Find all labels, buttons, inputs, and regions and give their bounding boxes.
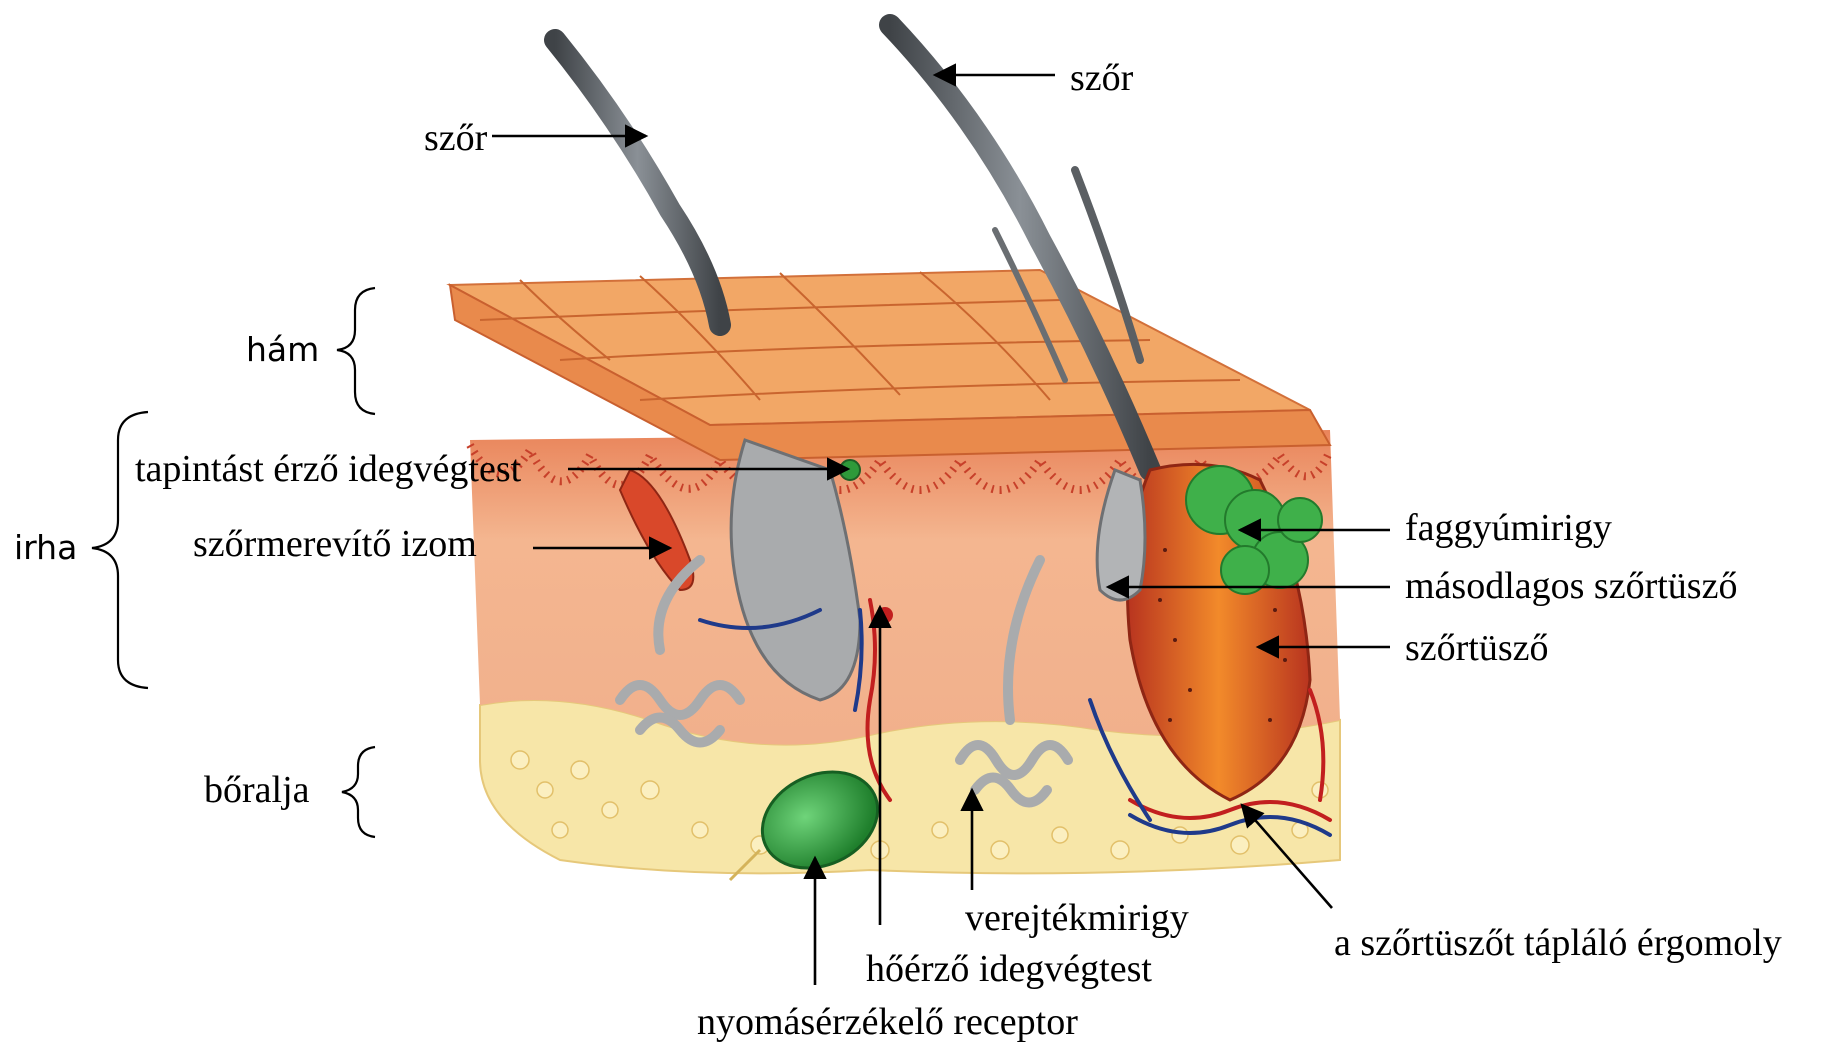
epidermis-brace — [337, 288, 375, 414]
label-hair-follicle: szőrtüsző — [1405, 627, 1549, 669]
label-touch-corpuscle: tapintást érző idegvégtest — [135, 448, 522, 490]
label-sweat-gland: verejtékmirigy — [965, 897, 1189, 939]
label-secondary-follicle: másodlagos szőrtüsző — [1405, 565, 1737, 607]
label-hair-left: szőr — [424, 117, 488, 159]
label-hair-right: szőr — [1070, 57, 1134, 99]
label-pressure-receptor: nyomásérzékelő receptor — [697, 1001, 1078, 1042]
label-epidermis: hám — [246, 330, 319, 369]
label-dermis: irha — [14, 528, 77, 567]
label-follicle-capillary: a szőrtüszőt tápláló érgomoly — [1334, 922, 1782, 964]
epidermis-top — [450, 270, 1310, 425]
label-sebaceous-gland: faggyúmirigy — [1405, 507, 1612, 549]
label-thermo-corpuscle: hőérző idegvégtest — [866, 948, 1152, 990]
hypodermis-brace — [342, 747, 375, 837]
label-hypodermis: bőralja — [204, 769, 310, 811]
skin-illustration — [450, 25, 1340, 886]
label-arrector-muscle: szőrmerevítő izom — [193, 523, 477, 565]
